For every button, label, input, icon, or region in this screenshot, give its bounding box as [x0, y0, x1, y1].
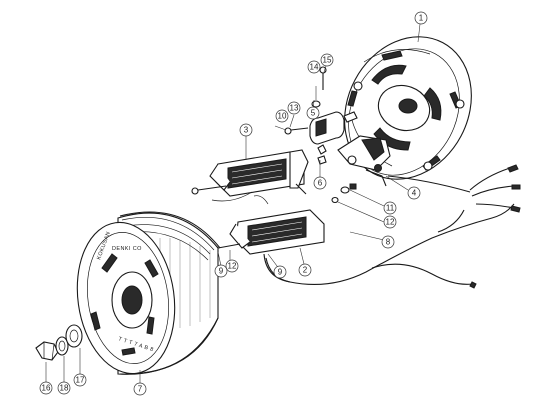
svg-text:13: 13: [290, 104, 299, 113]
condenser: [309, 111, 358, 145]
svg-text:8: 8: [386, 238, 391, 247]
callout-2: 2: [298, 263, 312, 277]
svg-text:12: 12: [228, 262, 237, 271]
flywheel-rotor: KOKUSAN DENKI CO T T T 7 A B 8: [76, 211, 221, 375]
svg-text:15: 15: [323, 56, 332, 65]
callout-7: 7: [133, 382, 147, 396]
callout-13: 13: [287, 101, 301, 115]
callout-16: 16: [39, 381, 53, 395]
svg-text:1: 1: [419, 14, 424, 23]
callout-6: 6: [313, 176, 327, 190]
contact-breaker: [337, 135, 391, 187]
callout-12-secondary: 12: [225, 259, 239, 273]
callout-4: 4: [407, 186, 421, 200]
callout-12: 12: [383, 215, 397, 229]
coil-lower: [211, 195, 325, 255]
svg-text:9: 9: [219, 267, 224, 276]
svg-text:17: 17: [76, 376, 85, 385]
svg-text:3: 3: [244, 126, 249, 135]
callout-11: 11: [383, 201, 397, 215]
svg-text:6: 6: [318, 179, 323, 188]
svg-text:9: 9: [278, 268, 283, 277]
callout-9-secondary: 9: [214, 264, 228, 278]
svg-text:2: 2: [303, 266, 308, 275]
svg-text:7: 7: [138, 385, 143, 394]
callout-10: 10: [275, 109, 289, 123]
callout-5: 5: [306, 106, 320, 120]
svg-text:16: 16: [42, 384, 51, 393]
flywheel-brand-marking: DENKI CO: [112, 246, 142, 252]
callout-18: 18: [57, 381, 71, 395]
callout-14: 14: [307, 60, 321, 74]
svg-text:18: 18: [60, 384, 69, 393]
coil-upper: [191, 149, 309, 202]
callout-9: 9: [273, 265, 287, 279]
svg-text:4: 4: [412, 189, 417, 198]
stator-base-plate: [344, 36, 472, 180]
leader-lines: [45, 23, 421, 384]
part-callouts: 1 2 3 4 5 6 7 8 9 10 11 12 13 14 15 16 1…: [39, 11, 428, 396]
wiring-harness: [263, 164, 521, 289]
callout-8: 8: [381, 235, 395, 249]
svg-text:10: 10: [278, 112, 287, 121]
svg-text:11: 11: [386, 204, 395, 213]
svg-text:12: 12: [386, 218, 395, 227]
svg-text:14: 14: [310, 63, 319, 72]
callout-17: 17: [73, 373, 87, 387]
small-hardware: [284, 66, 357, 204]
callout-1: 1: [414, 11, 428, 25]
nut-and-washers: [35, 324, 83, 361]
callout-15: 15: [320, 53, 334, 67]
svg-text:5: 5: [311, 109, 316, 118]
callout-3: 3: [239, 123, 253, 137]
